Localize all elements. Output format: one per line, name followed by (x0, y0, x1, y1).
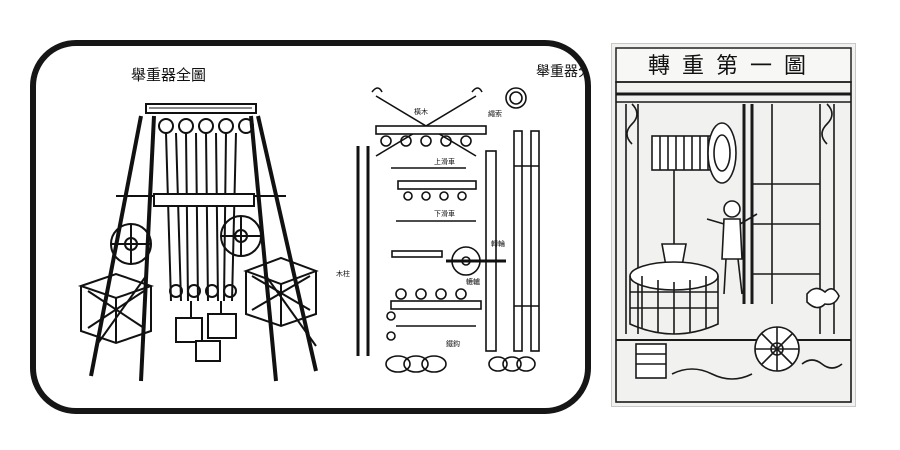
assembled-and-parts-panel: 舉重器全圖 (30, 40, 591, 414)
parts-title: 舉重器分圖 (536, 63, 585, 80)
part-label: 鐵鈎 (446, 339, 460, 348)
part-label: 上滑車 (434, 157, 455, 166)
part-label: 下滑車 (434, 209, 455, 218)
part-label: 轉輪 (491, 239, 505, 248)
part-label: 橫木 (414, 107, 428, 116)
parts-drawing (356, 87, 540, 373)
part-label: 繩索 (488, 109, 502, 118)
parts-title-text: 舉重器分圖 (536, 63, 585, 80)
part-label: 木柱 (336, 269, 350, 278)
well-winch-illustration: 轉重第一圖 (615, 47, 852, 403)
well-winch-woodblock-panel: 轉重第一圖 (611, 43, 856, 407)
part-label: 轆轤 (466, 277, 480, 286)
assembled-hoist-drawing (77, 103, 319, 382)
well-winch-drawing (615, 81, 852, 403)
hoist-illustration: 舉重器全圖 (77, 63, 585, 382)
assembled-title: 舉重器全圖 (131, 66, 206, 84)
woodblock-title: 轉重第一圖 (648, 54, 818, 79)
